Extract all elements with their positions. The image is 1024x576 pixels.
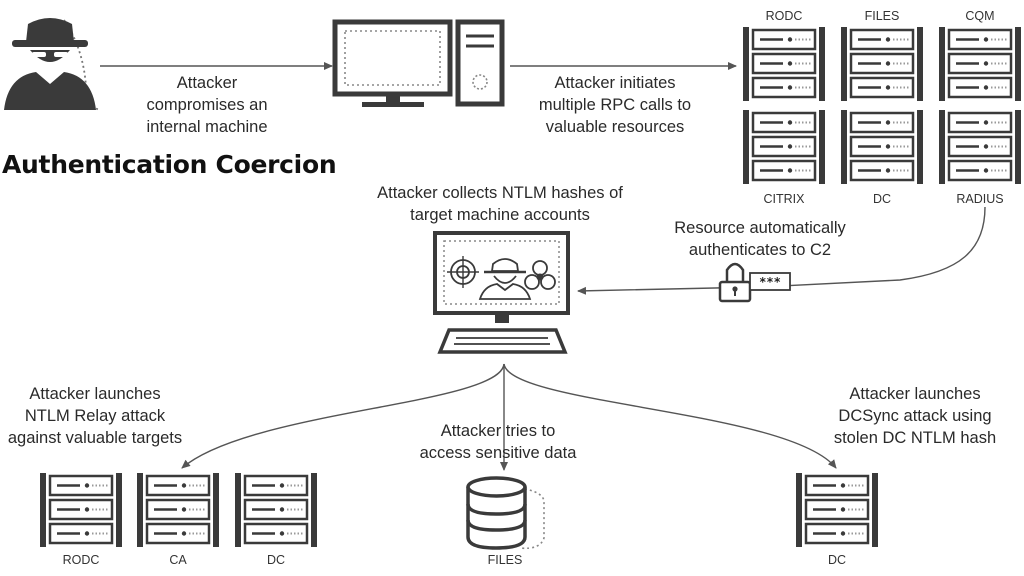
server-rack-rodc-bottom [38, 471, 124, 549]
database-icon [466, 476, 545, 550]
server-label-cqm: CQM [965, 9, 995, 23]
label-relay: Attacker launches NTLM Relay attack agai… [7, 385, 183, 447]
database-label: FILES [487, 553, 523, 567]
server-label-radius: RADIUS [956, 192, 1004, 206]
arrow-authenticate [577, 206, 986, 295]
server-label-ca: CA [169, 553, 187, 567]
lock-icon [718, 262, 752, 303]
biohazard-icon [524, 260, 556, 290]
password-field [749, 272, 791, 291]
label-dcsync: Attacker launches DCSync attack using st… [833, 385, 997, 447]
workstation-icon [332, 19, 505, 107]
attacker-icon [4, 18, 101, 111]
server-label-dc-mid: DC [872, 192, 892, 206]
server-rack-files-top [839, 25, 925, 103]
label-authenticate: Resource automatically authenticates to … [674, 219, 846, 259]
server-rack-cqm [937, 25, 1023, 103]
spy-icon [478, 258, 532, 300]
password-mask: *** [759, 275, 781, 289]
server-label-dc-bottom-left: DC [266, 553, 286, 567]
arrow-dcsync [503, 363, 837, 469]
c2-monitor-icon [433, 231, 570, 354]
target-icon [447, 256, 479, 288]
server-rack-dc-mid [839, 108, 925, 186]
server-rack-dc-bottom-left [233, 471, 319, 549]
server-label-rodc-top: RODC [765, 9, 803, 23]
server-label-citrix: CITRIX [763, 192, 805, 206]
label-data: Attacker tries to access sensitive data [419, 422, 577, 462]
server-label-files-top: FILES [864, 9, 900, 23]
label-rpc: Attacker initiates multiple RPC calls to… [538, 74, 692, 136]
arrow-relay [181, 363, 505, 469]
label-collect: Attacker collects NTLM hashes of target … [377, 184, 623, 224]
server-rack-radius [937, 108, 1023, 186]
server-rack-rodc-top [741, 25, 827, 103]
server-rack-dc-bottom-right [794, 471, 880, 549]
server-label-rodc-bottom: RODC [62, 553, 100, 567]
server-rack-citrix [741, 108, 827, 186]
page-title: Authentication Coercion [2, 150, 337, 179]
server-rack-ca [135, 471, 221, 549]
label-compromise: Attacker compromises an internal machine [146, 74, 268, 136]
server-label-dc-bottom-right: DC [827, 553, 847, 567]
